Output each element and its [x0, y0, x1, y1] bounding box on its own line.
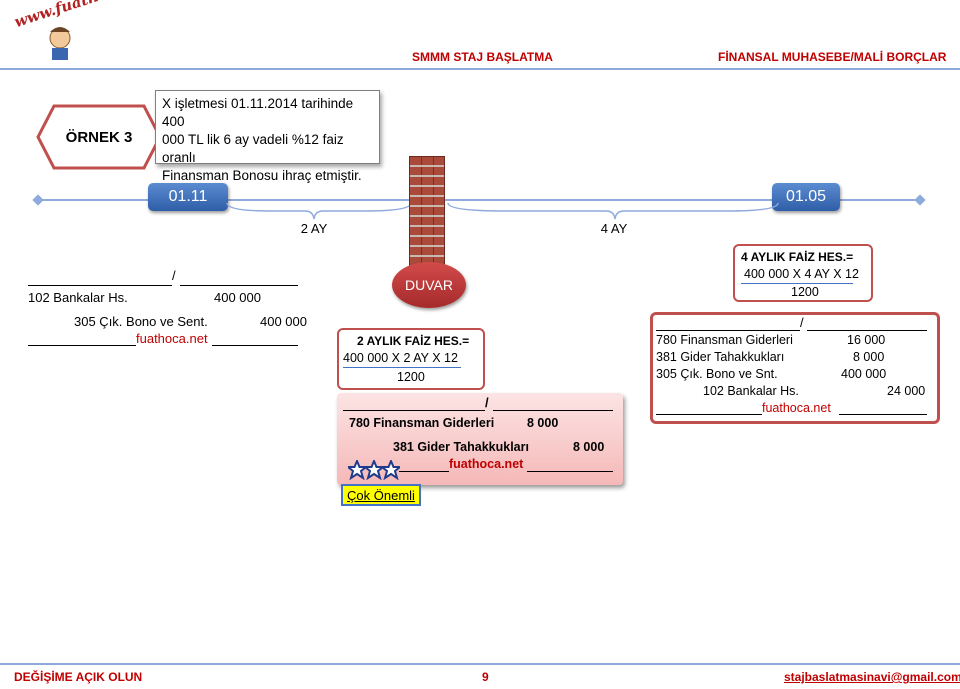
example-badge: ÖRNEK 3	[65, 128, 133, 146]
right-row-2-amount: 8 000	[853, 350, 885, 364]
right-entry-rule-left	[656, 315, 800, 331]
left-debit-account: 102 Bankalar Hs.	[28, 290, 128, 305]
right-calc-title: 4 AYLIK FAİZ HES.=	[741, 250, 854, 264]
timeline-start-marker	[32, 194, 44, 206]
example-description: X işletmesi 01.11.2014 tarihinde 400 000…	[155, 90, 380, 183]
footer-slogan: DEĞİŞİME AÇIK OLUN	[14, 670, 143, 684]
right-row-3-account: 305 Çık. Bono ve Snt.	[656, 367, 778, 381]
middle-entry-slash: /	[485, 395, 489, 410]
header-divider	[0, 68, 960, 70]
header-left-title: SMMM STAJ BAŞLATMA	[412, 50, 553, 64]
right-calc-denominator: 1200	[791, 285, 819, 299]
site-logo: www.fuathoca.net	[8, 0, 159, 62]
left-entry-rule-left	[28, 270, 172, 286]
wall-bricks	[409, 156, 445, 276]
start-date-label: 01.11	[148, 183, 228, 211]
left-entry-slash: /	[172, 268, 176, 283]
middle-site-label: fuathoca.net	[449, 457, 524, 471]
middle-calc-fraction-line	[343, 367, 461, 368]
span-label-1: 2 AY	[300, 220, 328, 236]
middle-journal-entry: / 780 Finansman Giderleri 8 000 381 Gide…	[337, 393, 623, 485]
star-icons	[348, 460, 400, 480]
middle-credit-account: 381 Gider Tahakkukları	[393, 440, 529, 454]
middle-site-rule-right	[527, 456, 613, 472]
right-site-label: fuathoca.net	[762, 401, 831, 415]
middle-site-rule-left	[399, 456, 449, 472]
right-site-rule-right	[839, 399, 927, 415]
right-entry-rule-right	[807, 315, 927, 331]
important-note-badge: Çok Önemli	[341, 484, 421, 506]
left-site-rule-right	[212, 330, 298, 346]
middle-calc-title: 2 AYLIK FAİZ HES.=	[357, 334, 470, 348]
span-label-2: 4 AY	[600, 220, 628, 236]
right-row-1-amount: 16 000	[847, 333, 886, 347]
middle-debit-amount: 8 000	[527, 416, 559, 430]
description-line-1: X işletmesi 01.11.2014 tarihinde 400	[162, 96, 354, 129]
right-site-rule-left	[656, 399, 762, 415]
middle-interest-calc: 2 AYLIK FAİZ HES.= 400 000 X 2 AY X 12 1…	[337, 328, 485, 390]
description-line-3: Finansman Bonosu ihraç etmiştir.	[162, 168, 362, 183]
timeline-axis	[38, 199, 920, 201]
wall-label: DUVAR	[392, 262, 466, 308]
middle-debit-account: 780 Finansman Giderleri	[349, 416, 495, 430]
right-calc-fraction-line	[741, 283, 853, 284]
footer-divider	[0, 663, 960, 665]
header-right-title: FİNANSAL MUHASEBE/MALİ BORÇLAR	[718, 50, 947, 64]
description-line-2: 000 TL lik 6 ay vadeli %12 faiz oranlı	[162, 132, 344, 165]
left-credit-amount: 400 000	[260, 314, 307, 329]
left-site-rule-left	[28, 330, 136, 346]
span-brace-1	[226, 202, 412, 220]
span-brace-2	[447, 202, 779, 220]
right-interest-calc: 4 AYLIK FAİZ HES.= 400 000 X 4 AY X 12 1…	[733, 244, 873, 302]
right-row-3-amount: 400 000	[841, 367, 887, 381]
right-row-4-account: 102 Bankalar Hs.	[703, 384, 799, 398]
middle-entry-rule-left	[343, 395, 485, 411]
middle-calc-denominator: 1200	[397, 370, 425, 384]
timeline-end-marker	[914, 194, 926, 206]
page-number: 9	[482, 670, 489, 684]
footer-email-link[interactable]: stajbaslatmasinavi@gmail.com	[784, 670, 960, 684]
right-journal-entry: / 780 Finansman Giderleri 16 000 381 Gid…	[650, 312, 940, 424]
left-debit-amount: 400 000	[214, 290, 261, 305]
middle-entry-rule-right	[493, 395, 613, 411]
left-site-label: fuathoca.net	[136, 331, 208, 346]
right-entry-slash: /	[800, 315, 804, 330]
right-row-1-account: 780 Finansman Giderleri	[656, 333, 793, 347]
example-badge-shape	[36, 104, 162, 170]
left-entry-rule-right	[180, 270, 298, 286]
left-credit-account: 305 Çık. Bono ve Sent.	[74, 314, 208, 329]
right-row-4-amount: 24 000	[887, 384, 926, 398]
right-row-2-account: 381 Gider Tahakkukları	[656, 350, 785, 364]
right-calc-formula: 400 000 X 4 AY X 12	[744, 267, 859, 281]
end-date-label: 01.05	[772, 183, 840, 211]
middle-calc-formula: 400 000 X 2 AY X 12	[343, 351, 458, 365]
middle-credit-amount: 8 000	[573, 440, 605, 454]
